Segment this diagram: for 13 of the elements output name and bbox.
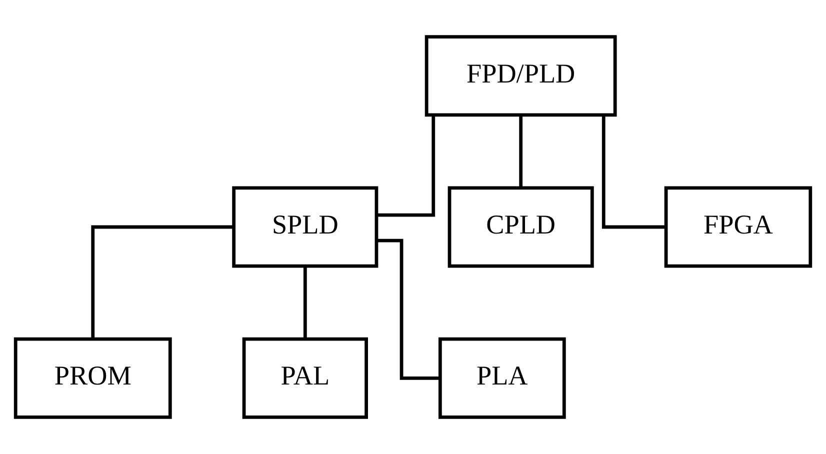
node-box: CPLD: [448, 186, 594, 268]
node-box: PAL: [242, 337, 368, 419]
node-box: SPLD: [232, 186, 378, 268]
connector: [602, 116, 666, 229]
node-box: PLA: [438, 337, 566, 419]
connector: [519, 116, 523, 188]
node-box: FPGA: [664, 186, 812, 268]
connector: [376, 115, 436, 217]
connector: [303, 266, 307, 339]
connector: [376, 238, 440, 380]
node-box: FPD/PLD: [424, 35, 617, 117]
connector: [91, 225, 234, 338]
node-box: PROM: [14, 337, 172, 419]
